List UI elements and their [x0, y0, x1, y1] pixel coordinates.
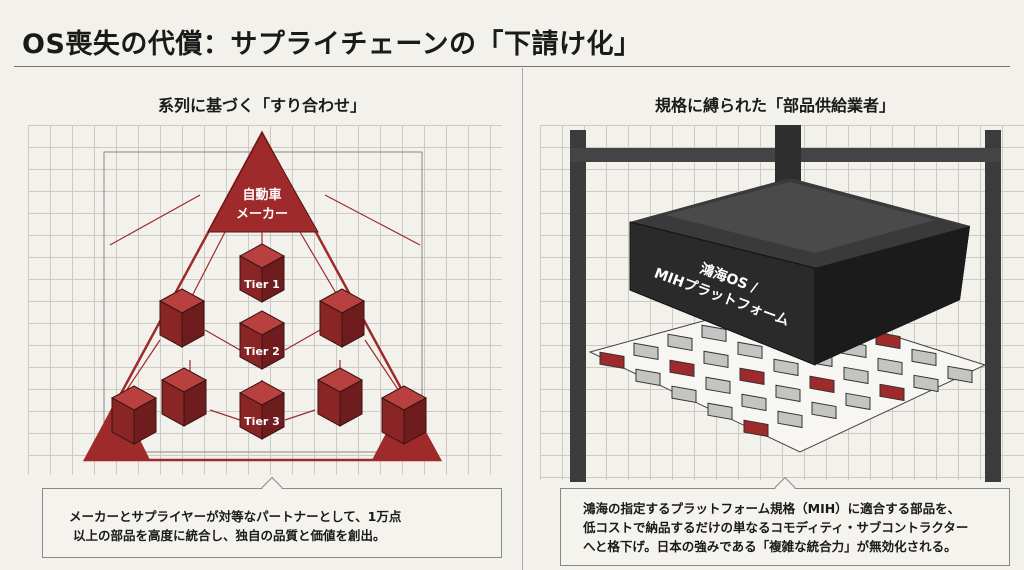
component-chip: [913, 374, 939, 393]
left-caption-box: メーカーとサプライヤーが対等なパートナーとして、1万点 以上の部品を高度に統合し…: [42, 488, 502, 558]
component-chip: [773, 358, 799, 377]
tier-3-label: Tier 3: [244, 415, 280, 428]
component-chip: [703, 350, 729, 369]
right-caption-line1: 鴻海の指定するプラットフォーム規格（MIH）に適合する部品を、: [583, 501, 961, 516]
left-subtitle: 系列に基づく「すり合わせ」: [157, 96, 366, 115]
component-chip: [879, 383, 905, 402]
component-chip: [777, 410, 803, 429]
tier-2-label: Tier 2: [244, 345, 280, 358]
tier-1-label: Tier 1: [244, 278, 280, 291]
component-chip: [701, 324, 727, 343]
component-chip: [809, 375, 835, 394]
component-chip: [707, 402, 733, 421]
component-chip: [911, 348, 937, 367]
automaker-triangle: [207, 131, 319, 233]
component-chip: [877, 357, 903, 376]
component-chip: [875, 331, 901, 350]
component-chip: [947, 365, 973, 384]
component-chip: [843, 366, 869, 385]
keiretsu-pyramid: [82, 130, 443, 462]
apex-label: 自動車 メーカー: [222, 186, 302, 224]
press-machine: [570, 125, 1001, 482]
component-chip: [599, 351, 625, 370]
component-chip: [743, 419, 769, 438]
component-chip: [811, 401, 837, 420]
component-chip: [667, 333, 693, 352]
page-title: OS喪失の代償：サプライチェーンの「下請け化」: [22, 29, 642, 60]
right-caption-line3: へと格下げ。日本の強みである「複雑な統合力」が無効化される。: [583, 539, 957, 554]
left-caption-line2: 以上の部品を高度に統合し、独自の品質と価値を創出。: [73, 528, 386, 543]
right-caption-box: 鴻海の指定するプラットフォーム規格（MIH）に適合する部品を、 低コストで納品す…: [560, 488, 1010, 566]
left-caption-line1: メーカーとサプライヤーが対等なパートナーとして、1万点: [69, 509, 402, 524]
apex-label-line1: 自動車: [242, 188, 282, 203]
title-divider: [14, 66, 1010, 67]
column-divider: [522, 68, 523, 570]
right-caption-line2: 低コストで納品するだけの単なるコモディティ・サブコントラクター: [583, 520, 969, 535]
component-chip: [635, 368, 661, 387]
right-subtitle: 規格に縛られた「部品供給業者」: [654, 96, 895, 115]
apex-label-line2: メーカー: [235, 207, 288, 222]
component-chip: [741, 393, 767, 412]
component-chip: [669, 359, 695, 378]
component-chip: [705, 376, 731, 395]
component-chip: [633, 342, 659, 361]
component-chip: [737, 341, 763, 360]
component-chip: [775, 384, 801, 403]
component-chip: [739, 367, 765, 386]
component-chip: [845, 392, 871, 411]
component-chip: [671, 385, 697, 404]
